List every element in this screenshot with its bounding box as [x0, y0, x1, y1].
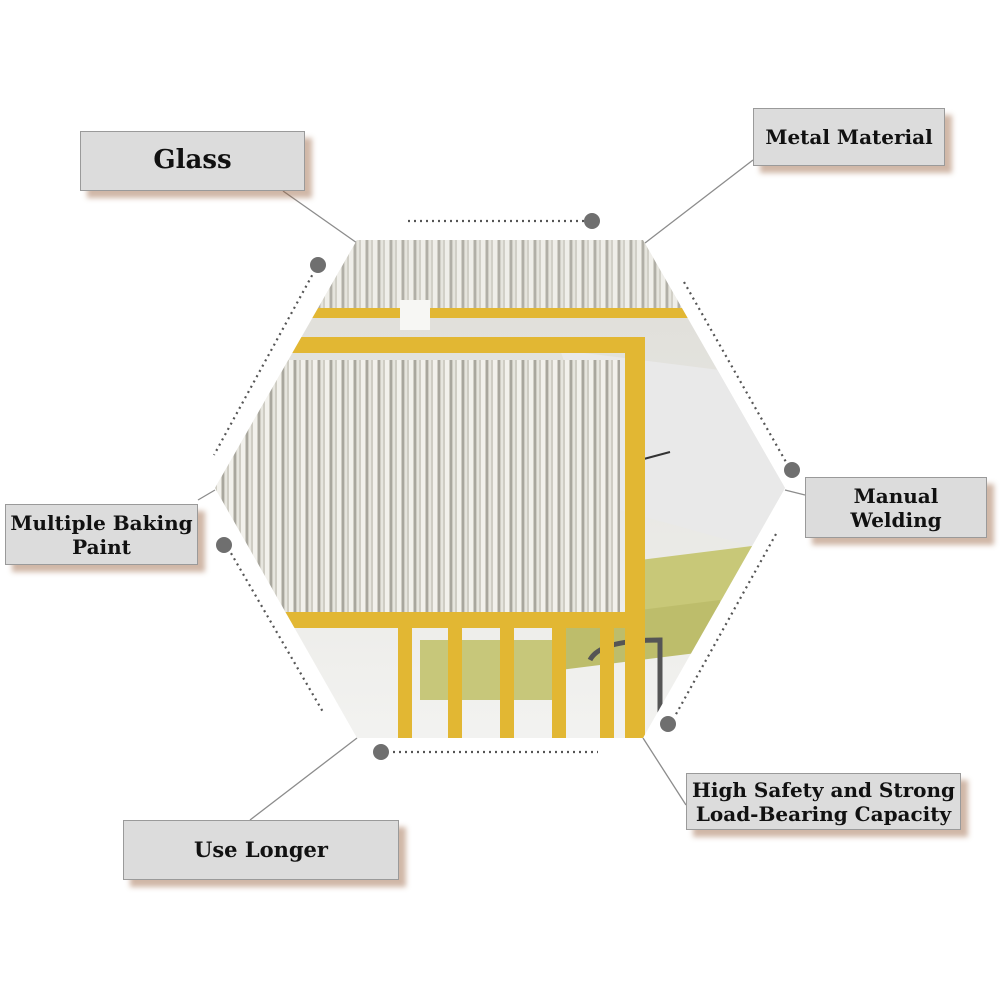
label-use-longer: Use Longer: [123, 820, 399, 880]
label-multiple-baking-paint: Multiple Baking Paint: [5, 504, 198, 565]
dotted-accents: [213, 219, 787, 754]
label-manual-welding: Manual Welding: [805, 477, 987, 538]
label-glass: Glass: [80, 131, 305, 191]
connector-lines: [197, 159, 806, 821]
label-metal-material: Metal Material: [753, 108, 945, 166]
accent-dots: [216, 213, 800, 760]
label-high-safety: High Safety and Strong Load-Bearing Capa…: [686, 773, 961, 830]
product-photo: [215, 240, 785, 738]
